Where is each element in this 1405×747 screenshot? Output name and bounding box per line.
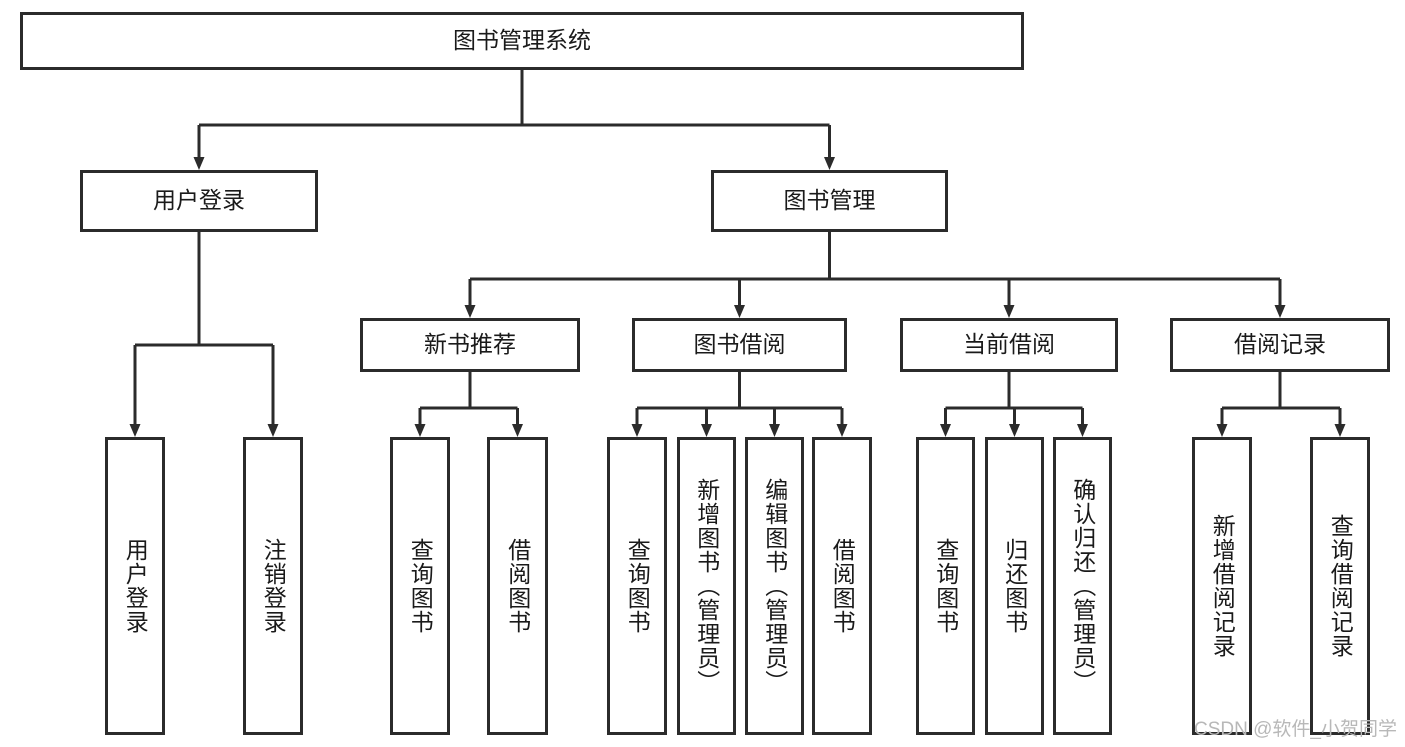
node-leaf-edit-book[interactable] xyxy=(745,437,804,735)
node-borrow-record[interactable] xyxy=(1170,318,1390,372)
node-label-new-book-rec: 新书推荐 xyxy=(424,331,516,357)
node-label-root: 图书管理系统 xyxy=(453,27,591,53)
connector-group-current-borrow xyxy=(940,372,1088,437)
connector-group-new-book-rec xyxy=(414,372,523,437)
node-leaf-user-login[interactable] xyxy=(105,437,165,735)
node-leaf-query-book-bb[interactable] xyxy=(607,437,667,735)
node-leaf-query-record[interactable] xyxy=(1310,437,1370,735)
node-label-current-borrow: 当前借阅 xyxy=(963,331,1055,357)
node-leaf-return-book[interactable] xyxy=(985,437,1044,735)
node-leaf-query-book-rec[interactable] xyxy=(390,437,450,735)
connector-group-borrow-record xyxy=(1216,372,1346,437)
watermark-text: CSDN @软件_小贺同学 xyxy=(1194,719,1397,740)
node-leaf-add-book[interactable] xyxy=(677,437,736,735)
node-leaf-query-book-cb[interactable] xyxy=(916,437,975,735)
node-book-manage[interactable] xyxy=(711,170,948,232)
connector-group-book-manage xyxy=(464,232,1286,318)
node-leaf-borrow-book-bb[interactable] xyxy=(812,437,872,735)
connector-group-root xyxy=(193,70,835,170)
node-leaf-logout[interactable] xyxy=(243,437,303,735)
node-label-book-borrow: 图书借阅 xyxy=(694,331,786,357)
connector-group-book-borrow xyxy=(631,372,848,437)
node-new-book-rec[interactable] xyxy=(360,318,580,372)
node-leaf-borrow-book-rec[interactable] xyxy=(487,437,548,735)
node-user-login[interactable] xyxy=(80,170,318,232)
node-book-borrow[interactable] xyxy=(632,318,847,372)
node-root[interactable] xyxy=(20,12,1024,70)
node-leaf-add-record[interactable] xyxy=(1192,437,1252,735)
connector-group-user-login xyxy=(129,232,279,437)
node-label-user-login: 用户登录 xyxy=(153,187,245,213)
node-leaf-confirm-return[interactable] xyxy=(1053,437,1112,735)
node-label-borrow-record: 借阅记录 xyxy=(1234,331,1326,357)
node-current-borrow[interactable] xyxy=(900,318,1118,372)
node-label-book-manage: 图书管理 xyxy=(784,187,876,213)
